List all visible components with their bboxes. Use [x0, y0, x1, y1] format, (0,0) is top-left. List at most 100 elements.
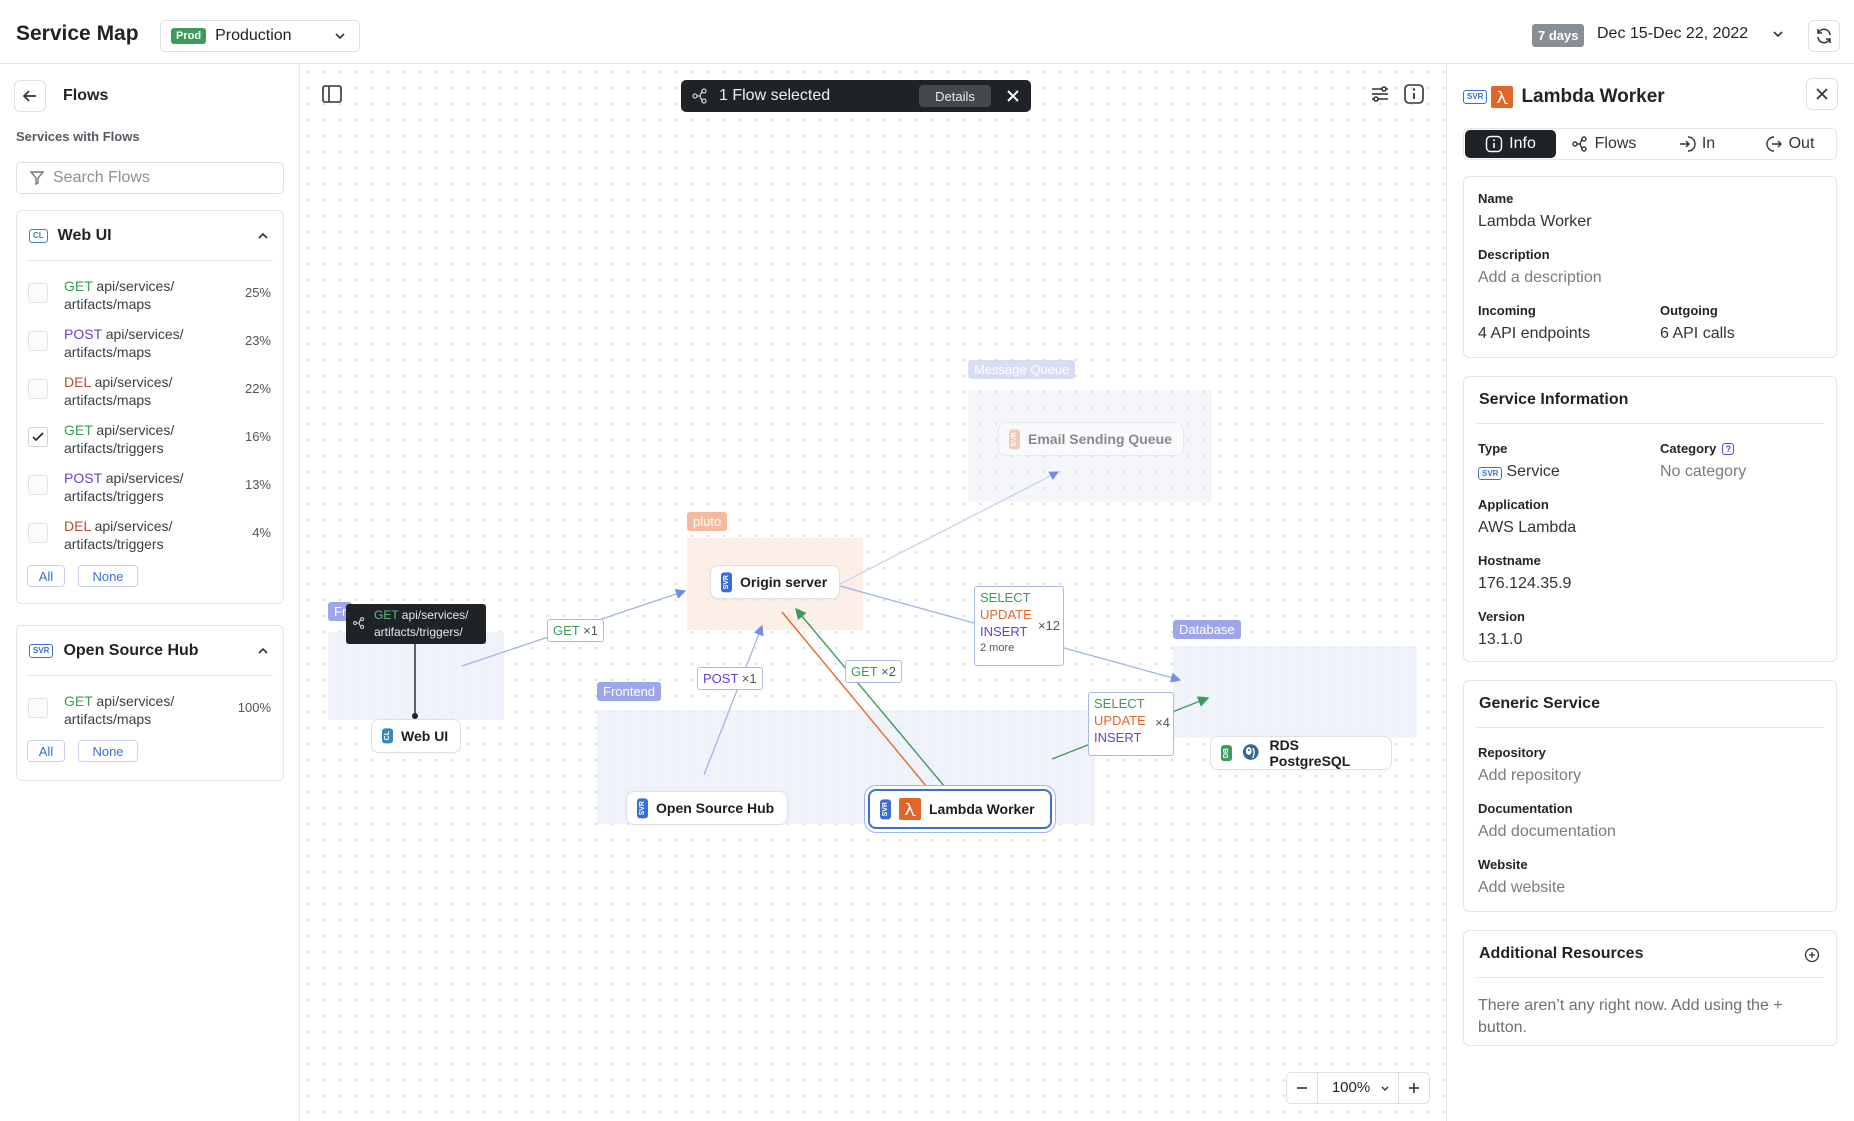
- application-label: Application: [1478, 497, 1549, 512]
- details-button[interactable]: Details: [919, 85, 991, 107]
- group-frontend-left: [328, 632, 504, 720]
- section-title: Generic Service: [1479, 695, 1600, 712]
- help-icon[interactable]: ?: [1722, 443, 1735, 455]
- zoom-out-button[interactable]: [1287, 1073, 1317, 1103]
- add-circle-icon[interactable]: [1804, 947, 1820, 963]
- filter-settings-button[interactable]: [1366, 80, 1394, 108]
- flow-percent: 23%: [244, 333, 271, 348]
- node-email-sending-queue[interactable]: SVR Email Sending Queue: [998, 422, 1184, 456]
- tab-info[interactable]: Info: [1465, 130, 1556, 158]
- flow-row[interactable]: GET api/services/artifacts/maps 100%: [17, 684, 283, 732]
- node-label: RDS PostgreSQL: [1269, 737, 1351, 769]
- date-range[interactable]: Dec 15-Dec 22, 2022: [1597, 25, 1749, 42]
- outgoing-value: 6 API calls: [1660, 325, 1735, 342]
- card-header[interactable]: SVR Open Source Hub: [17, 626, 283, 676]
- server-tag: SVR: [1009, 428, 1020, 450]
- search-flows[interactable]: [16, 162, 284, 194]
- flow-label: DEL api/services/artifacts/triggers: [64, 518, 173, 552]
- node-label: Lambda Worker: [929, 801, 1035, 817]
- check-icon: [32, 432, 44, 442]
- select-none-button[interactable]: None: [78, 565, 138, 587]
- repository-field[interactable]: Add repository: [1478, 767, 1582, 784]
- chevron-up-icon[interactable]: [257, 230, 269, 242]
- name-value[interactable]: Lambda Worker: [1478, 213, 1592, 230]
- minus-icon: [1297, 1087, 1307, 1089]
- edge-label-get-2[interactable]: GET ×2: [845, 660, 902, 683]
- flow-row[interactable]: DEL api/services/artifacts/triggers 4%: [17, 509, 283, 557]
- select-none-button[interactable]: None: [78, 740, 138, 762]
- node-rds-postgresql[interactable]: DB RDS PostgreSQL: [1210, 736, 1392, 770]
- service-card-web-ui: CL Web UI GET api/services/artifacts/map…: [16, 210, 284, 604]
- flow-checkbox[interactable]: [28, 379, 48, 399]
- flow-checkbox[interactable]: [28, 523, 48, 543]
- node-origin-server[interactable]: SVR Origin server: [710, 565, 840, 599]
- days-badge[interactable]: 7 days: [1532, 24, 1585, 47]
- chevron-down-icon[interactable]: [1771, 27, 1785, 41]
- documentation-field[interactable]: Add documentation: [1478, 823, 1616, 840]
- info-button[interactable]: [1400, 80, 1428, 108]
- type-label: Type: [1478, 441, 1508, 456]
- back-button[interactable]: [14, 80, 46, 112]
- environment-select[interactable]: Prod Production: [160, 20, 360, 52]
- logout-icon: [1765, 136, 1782, 152]
- node-web-ui[interactable]: CL Web UI: [371, 719, 461, 753]
- server-tag: SVR: [29, 644, 54, 658]
- zoom-level-select[interactable]: 100%: [1317, 1073, 1399, 1103]
- toggle-sidebar-button[interactable]: [318, 80, 346, 108]
- close-icon: [1816, 88, 1828, 100]
- card-name: Open Source Hub: [63, 642, 199, 659]
- flow-checkbox[interactable]: [28, 331, 48, 351]
- tab-out[interactable]: Out: [1744, 130, 1835, 158]
- card-header[interactable]: CL Web UI: [17, 211, 283, 261]
- plus-icon: [1409, 1083, 1419, 1093]
- hostname-value: 176.124.35.9: [1478, 575, 1572, 592]
- chevron-up-icon[interactable]: [257, 645, 269, 657]
- edge-label-get[interactable]: GET ×1: [547, 619, 604, 642]
- flow-checkbox-checked[interactable]: [28, 427, 48, 447]
- server-tag: SVR: [1463, 90, 1488, 104]
- info-icon: [1404, 84, 1424, 104]
- flow-row-selected[interactable]: GET api/services/artifacts/triggers 16%: [17, 413, 283, 461]
- close-panel-button[interactable]: [1806, 78, 1838, 110]
- generic-service-card: Generic Service Repository Add repositor…: [1463, 680, 1837, 912]
- refresh-button[interactable]: [1808, 20, 1840, 52]
- category-value[interactable]: No category: [1660, 463, 1747, 480]
- close-icon[interactable]: [1003, 86, 1023, 106]
- select-all-button[interactable]: All: [27, 740, 65, 762]
- tab-flows[interactable]: Flows: [1558, 130, 1649, 158]
- flow-checkbox[interactable]: [28, 475, 48, 495]
- flow-percent: 16%: [244, 429, 271, 444]
- server-tag: SVR: [880, 798, 891, 820]
- service-map-canvas[interactable]: 1 Flow selected Details Message Queue pl…: [300, 64, 1446, 1121]
- zoom-in-button[interactable]: [1399, 1073, 1429, 1103]
- edge-label-post[interactable]: POST ×1: [697, 667, 763, 690]
- refresh-icon: [1817, 28, 1831, 44]
- flow-row[interactable]: POST api/services/artifacts/maps 23%: [17, 317, 283, 365]
- flow-label: GET api/services/artifacts/triggers: [64, 422, 175, 456]
- top-bar: Service Map Prod Production 7 days Dec 1…: [0, 0, 1854, 64]
- login-icon: [1679, 136, 1696, 152]
- description-field[interactable]: Add a description: [1478, 269, 1602, 286]
- flow-checkbox[interactable]: [28, 698, 48, 718]
- description-label: Description: [1478, 247, 1550, 262]
- section-title: Additional Resources: [1479, 945, 1644, 962]
- flow-row[interactable]: GET api/services/artifacts/maps 25%: [17, 269, 283, 317]
- select-all-button[interactable]: All: [27, 565, 65, 587]
- edge-hub-to-origin: [703, 624, 764, 776]
- flows-panel: Flows Services with Flows CL Web UI GET …: [0, 64, 300, 1121]
- flow-percent: 22%: [244, 381, 271, 396]
- sliders-icon: [1372, 86, 1388, 102]
- edge-label-sql-4[interactable]: SELECT UPDATE INSERT ×4: [1088, 692, 1174, 756]
- panel-title: Flows: [63, 87, 109, 104]
- search-input[interactable]: [53, 169, 263, 187]
- node-open-source-hub[interactable]: SVR Open Source Hub: [626, 791, 788, 825]
- flow-row[interactable]: POST api/services/artifacts/triggers 13%: [17, 461, 283, 509]
- website-field[interactable]: Add website: [1478, 879, 1566, 896]
- arrow-left-icon: [22, 90, 36, 102]
- flow-row[interactable]: DEL api/services/artifacts/maps 22%: [17, 365, 283, 413]
- flow-checkbox[interactable]: [28, 283, 48, 303]
- node-lambda-worker[interactable]: SVR Lambda Worker: [868, 789, 1052, 829]
- tab-in[interactable]: In: [1651, 130, 1742, 158]
- edge-label-sql-12[interactable]: SELECT UPDATE INSERT 2 more ×12: [974, 586, 1064, 666]
